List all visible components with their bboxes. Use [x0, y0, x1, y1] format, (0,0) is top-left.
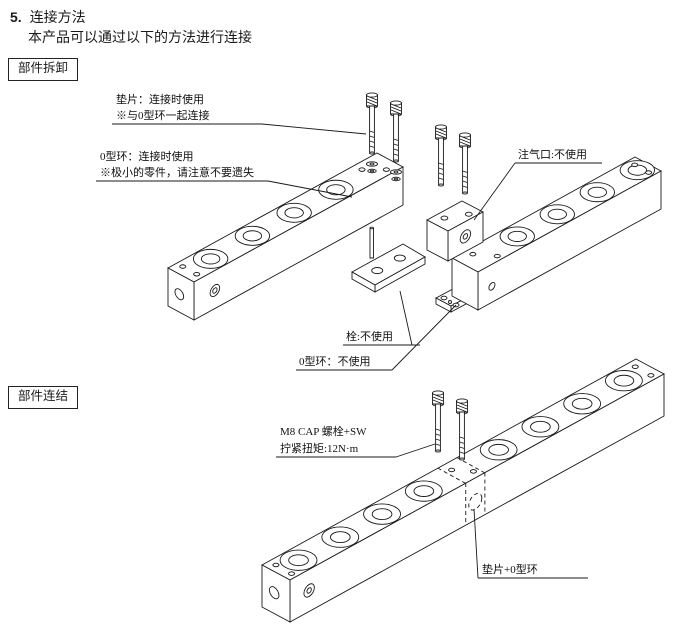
block-top-ports [271, 363, 656, 577]
block-front-port [489, 281, 495, 291]
cap-bolt-icon [435, 124, 447, 187]
callout-gasket-oring-label: 垫片+0型环 [482, 562, 538, 576]
block-front-port [210, 282, 220, 298]
callout-plug-label: 栓:不使用 [346, 329, 393, 343]
cube-top-holes [440, 207, 474, 226]
callout-gasket-oring-leader [474, 509, 478, 578]
cube-front-port [460, 228, 470, 246]
block-end-face [452, 258, 478, 310]
plate-end-face [352, 272, 375, 292]
manifold-block-left [168, 153, 403, 320]
plate-holes [369, 254, 407, 275]
cap-bolt-icon [432, 390, 444, 453]
plug-plate [352, 244, 425, 292]
block-front-face [290, 374, 664, 622]
callout-gasket-title: 垫片：连接时使用 [116, 92, 204, 106]
section-heading: 5. 连接方法 [10, 7, 86, 27]
callout-gasket-note: ※与0型环一起连接 [116, 108, 210, 122]
label-disassembly: 部件拆卸 [8, 58, 79, 81]
foot-screw [449, 301, 452, 304]
cap-bolt-icon [456, 398, 468, 461]
cap-bolt-icon [459, 132, 471, 195]
callout-bolt-leader [396, 444, 435, 457]
air-port-block [427, 201, 483, 261]
callout-plug-leader [400, 291, 412, 345]
foot-hole [441, 296, 447, 300]
callout-airport-leader [474, 163, 515, 220]
diagram-disassembly: 垫片：连接时使用 ※与0型环一起连接 0型环：连接时使用 ※极小的零件，请注意不… [96, 92, 663, 370]
callout-bolt-spec: M8 CAP 螺栓+SW [280, 424, 367, 438]
cap-bolt-icon [366, 92, 378, 155]
callout-torque: 拧紧扭矩:12N·m [280, 441, 359, 455]
plug-pin [370, 227, 374, 258]
callout-oring-leader [268, 181, 352, 197]
joint-hidden-line [438, 468, 466, 483]
callout-oring-unused-leader [392, 305, 456, 370]
section-number: 5. [10, 9, 22, 25]
cap-bolt-icon [390, 100, 402, 163]
diagram-assembly: M8 CAP 螺栓+SW 拧紧扭矩:12N·m 垫片+0型环 [262, 359, 664, 622]
label-assembly: 部件连结 [8, 386, 79, 409]
manifold-block-assembled [262, 359, 664, 622]
page-title: 连接方法 [29, 11, 86, 26]
callout-airport-label: 注气口:不使用 [518, 147, 587, 161]
joint-hidden-line [457, 457, 485, 472]
callout-oring-note: ※极小的零件，请注意不要遗失 [100, 165, 254, 179]
manifold-block-right [452, 156, 663, 310]
cube-end-face [427, 220, 448, 261]
callout-oring-title: 0型环：连接时使用 [100, 149, 194, 163]
page-subtitle: 本产品可以通过以下的方法进行连接 [28, 31, 252, 46]
hidden-gasket-oring [469, 491, 482, 513]
block-end-port [269, 585, 279, 601]
block-top-face [262, 359, 664, 580]
callout-gasket-leader [262, 124, 366, 134]
block-end-port [175, 287, 184, 302]
callout-oring-unused-label: 0型环：不使用 [299, 354, 371, 368]
